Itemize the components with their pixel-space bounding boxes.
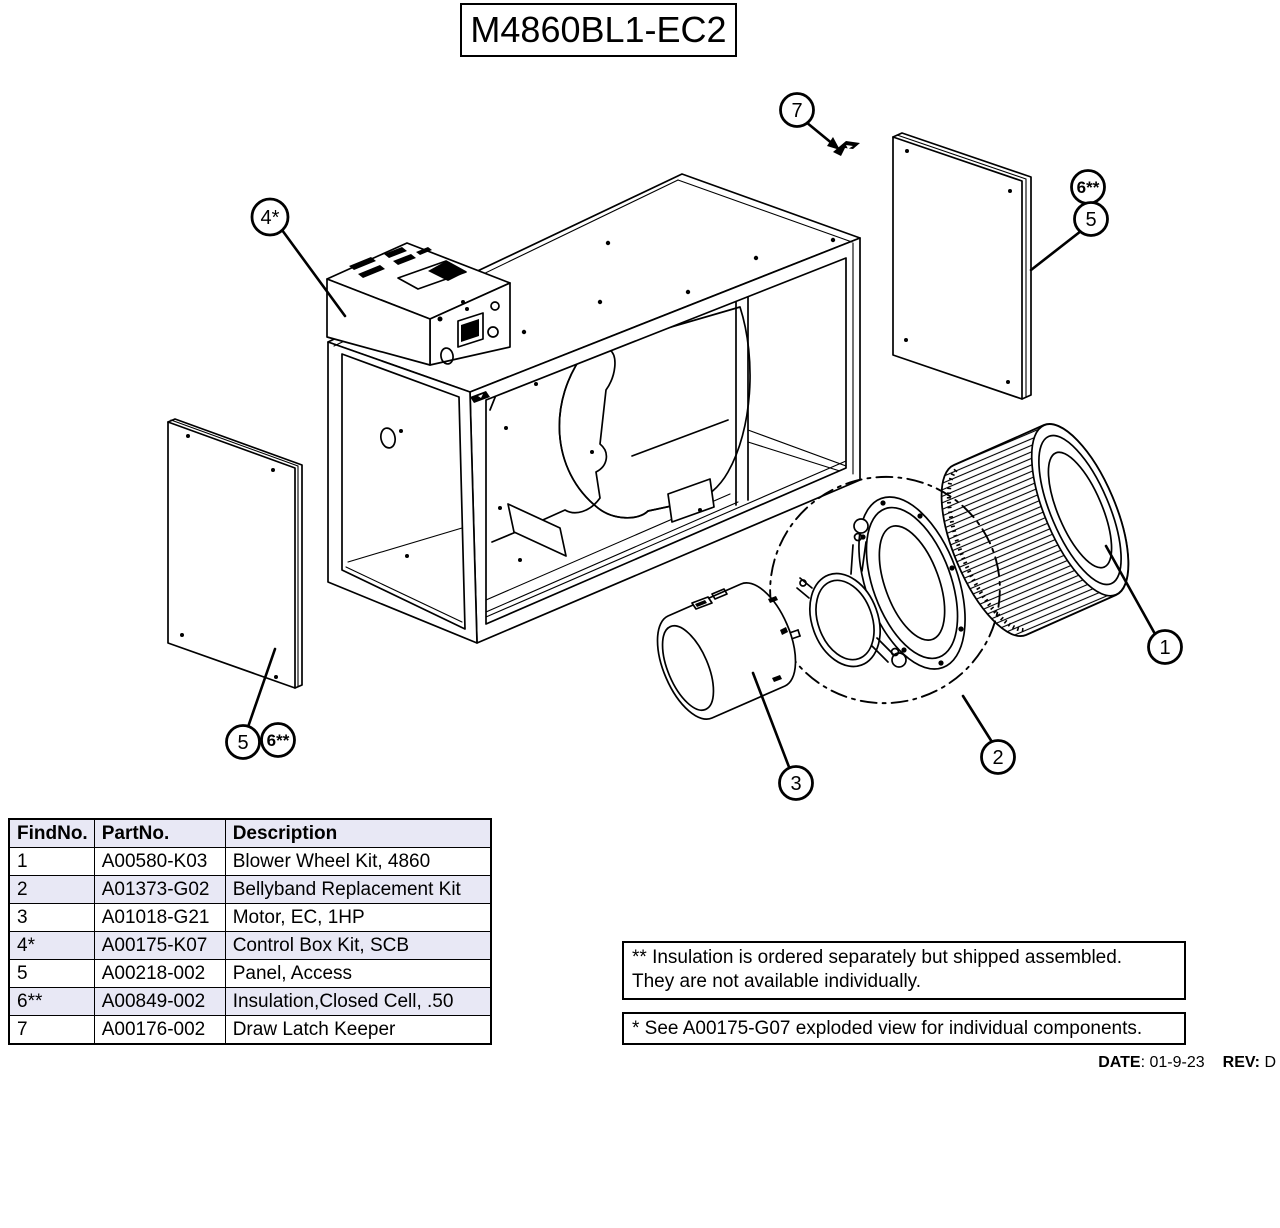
- svg-text:5: 5: [1085, 209, 1096, 231]
- table-row: 2 A01373-G02 Bellyband Replacement Kit: [8, 875, 492, 904]
- cell-desc: Blower Wheel Kit, 4860: [224, 847, 492, 876]
- latch-keeper: [833, 141, 860, 156]
- drawing-title: M4860BL1-EC2: [460, 3, 737, 57]
- scroll-gusset-right: [667, 478, 715, 523]
- connector-cutout: [457, 312, 484, 348]
- note-exploded-view-text: * See A00175-G07 exploded view for indiv…: [632, 1018, 1143, 1039]
- callout-1: 1: [1147, 629, 1183, 665]
- svg-text:2: 2: [992, 747, 1003, 769]
- cell-part: A00176-002: [93, 1015, 226, 1045]
- svg-text:7: 7: [791, 100, 802, 122]
- cell-part: A01018-G21: [93, 903, 226, 932]
- date-value: : 01-9-23: [1140, 1054, 1205, 1071]
- note-exploded-view: * See A00175-G07 exploded view for indiv…: [622, 1012, 1186, 1045]
- callout-7: 7: [779, 92, 815, 128]
- access-panel-right: [892, 132, 1032, 400]
- cell-desc: Panel, Access: [224, 959, 492, 988]
- table-header-row: FindNo. PartNo. Description: [8, 818, 492, 848]
- rev-label: REV:: [1222, 1054, 1260, 1071]
- cabinet-left-face: [327, 341, 478, 644]
- callout-5-left: 5: [225, 724, 261, 760]
- left-opening-frame: [341, 353, 466, 630]
- rev-value: D: [1260, 1054, 1276, 1071]
- cell-find: 7: [8, 1015, 95, 1045]
- cell-find: 3: [8, 903, 95, 932]
- col-header-description: Description: [224, 818, 492, 848]
- table-row: 3 A01018-G21 Motor, EC, 1HP: [8, 903, 492, 932]
- date-label: DATE: [1098, 1054, 1141, 1071]
- col-header-findno: FindNo.: [8, 818, 95, 848]
- cell-find: 5: [8, 959, 95, 988]
- cell-find: 4*: [8, 931, 95, 960]
- callout-6-top: 6**: [1070, 169, 1106, 205]
- svg-text:6**: 6**: [1077, 178, 1100, 197]
- table-row: 4* A00175-K07 Control Box Kit, SCB: [8, 931, 492, 960]
- cabinet-interior: [486, 289, 846, 613]
- access-panel-left: [167, 418, 303, 689]
- cell-desc: Draw Latch Keeper: [224, 1015, 492, 1045]
- col-header-partno: PartNo.: [93, 818, 226, 848]
- callout-6-left: 6**: [260, 722, 296, 758]
- cell-part: A00218-002: [93, 959, 226, 988]
- table-row: 5 A00218-002 Panel, Access: [8, 959, 492, 988]
- callout-5-top: 5: [1073, 201, 1109, 237]
- cell-part: A01373-G02: [93, 875, 226, 904]
- callout-3: 3: [778, 765, 814, 801]
- callout-4: 4*: [250, 197, 290, 237]
- svg-text:6**: 6**: [267, 731, 290, 750]
- cell-desc: Control Box Kit, SCB: [224, 931, 492, 960]
- note-insulation-line2: They are not available individually.: [632, 970, 922, 992]
- note-insulation: ** Insulation is ordered separately but …: [622, 941, 1186, 1000]
- table-row: 1 A00580-K03 Blower Wheel Kit, 4860: [8, 847, 492, 876]
- svg-text:3: 3: [790, 773, 801, 795]
- callout-2: 2: [980, 739, 1016, 775]
- control-box: [326, 242, 511, 366]
- leader-lines: [246, 120, 1157, 769]
- table-row: 6** A00849-002 Insulation,Closed Cell, .…: [8, 987, 492, 1016]
- table-row: 7 A00176-002 Draw Latch Keeper: [8, 1015, 492, 1045]
- scroll-gusset-left: [507, 503, 567, 557]
- cell-desc: Bellyband Replacement Kit: [224, 875, 492, 904]
- blower-wheel: [940, 423, 1130, 637]
- svg-text:4*: 4*: [261, 207, 280, 229]
- svg-text:1: 1: [1159, 637, 1170, 659]
- note-insulation-line1: ** Insulation is ordered separately but …: [632, 947, 1123, 968]
- date-rev-line: DATE: 01-9-23 REV: D: [856, 1054, 1276, 1072]
- cell-desc: Insulation,Closed Cell, .50: [224, 987, 492, 1016]
- cell-part: A00849-002: [93, 987, 226, 1016]
- cell-desc: Motor, EC, 1HP: [224, 903, 492, 932]
- ec-motor: [656, 582, 801, 720]
- front-opening-frame: [485, 257, 847, 625]
- scroll-side-panel: [489, 349, 616, 543]
- parts-table: FindNo. PartNo. Description 1 A00580-K03…: [8, 818, 493, 1045]
- cell-find: 2: [8, 875, 95, 904]
- svg-text:5: 5: [237, 732, 248, 754]
- cell-part: A00580-K03: [93, 847, 226, 876]
- cell-find: 6**: [8, 987, 95, 1016]
- cell-find: 1: [8, 847, 95, 876]
- bellyband-kit: [769, 475, 1001, 705]
- cell-part: A00175-K07: [93, 931, 226, 960]
- wiring-hole: [379, 427, 397, 449]
- left-end-interior: [347, 427, 463, 563]
